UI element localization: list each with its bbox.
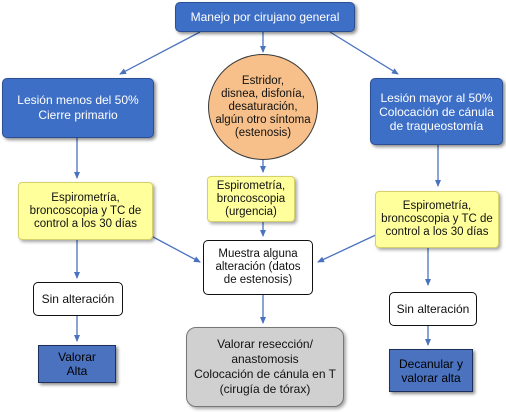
node-reseccion-line-2: anastomosis	[231, 352, 299, 366]
node-right-line-2: Colocación de cánula	[379, 104, 494, 119]
node-circle-line-4: algún otro síntoma	[215, 113, 311, 126]
node-ym-line-2: broncoscopia	[216, 192, 286, 205]
arrow-yr-to-muestra	[317, 232, 381, 263]
node-sinr-line-1: Sin alteración	[396, 301, 470, 316]
node-circle-line-3: desaturación,	[228, 100, 298, 113]
node-manejo-cirujano-general: Manejo por cirujano general	[175, 2, 355, 32]
node-yr-line-3: control a los 30 días	[385, 226, 489, 238]
node-circle-line-1: Estridor,	[241, 74, 285, 87]
node-yl-line-1: Espirometría,	[51, 191, 120, 204]
node-valorar-line-1: Valorar	[58, 350, 96, 364]
node-muestra-line-2: alteración (datos	[215, 261, 301, 273]
node-yl-line-3: control a los 30 días	[34, 217, 137, 230]
node-valorar-line-2: Alta	[66, 364, 88, 378]
node-circle-line-5: (estenosis)	[234, 126, 292, 139]
node-root-line-1: Manejo por cirujano general	[190, 9, 340, 24]
node-left-line-1: Lesión menos del 50%	[17, 93, 139, 107]
node-muestra-line-1: Muestra alguna	[218, 248, 298, 260]
node-lesion-menor-50: Lesión menos del 50% Cierre primario	[2, 78, 154, 138]
node-ym-line-1: Espirometría,	[216, 179, 286, 192]
node-reseccion-line-1: Valorar resección/	[217, 337, 313, 351]
node-espirometria-control-right: Espirometría, broncoscopia y TC de contr…	[375, 191, 499, 248]
node-decanular-line-2: valorar alta	[401, 370, 461, 385]
node-sin-alteracion-left: Sin alteración	[33, 282, 123, 316]
node-valorar-alta: Valorar Alta	[38, 345, 116, 383]
node-sinl-line-1: Sin alteración	[41, 291, 115, 306]
node-sintomas-estenosis: Estridor, disnea, disfonía, desaturación…	[208, 54, 318, 160]
node-valorar-reseccion: Valorar resección/ anastomosis Colocació…	[186, 327, 344, 407]
node-muestra-line-3: de estenosis)	[223, 274, 293, 286]
node-decanular-line-1: Decanular y	[398, 356, 464, 371]
node-ym-line-3: (urgencia)	[225, 205, 277, 218]
node-yr-line-2: broncoscopia y TC de	[381, 213, 493, 225]
node-right-line-1: Lesión mayor al 50%	[380, 90, 493, 105]
node-reseccion-line-4: (cirugía de tórax)	[219, 382, 311, 396]
node-decanular-valorar-alta: Decanular y valorar alta	[389, 349, 473, 392]
node-yl-line-2: broncoscopia y TC de	[29, 204, 142, 217]
node-espirometria-urgencia: Espirometría, broncoscopia (urgencia)	[207, 176, 295, 222]
arrow-root-to-left	[119, 31, 201, 75]
node-reseccion-line-3: Colocación de cánula en T	[194, 367, 336, 381]
node-right-line-3: de traqueostomía	[389, 118, 484, 133]
node-muestra-alteracion: Muestra alguna alteración (datos de este…	[203, 240, 313, 295]
node-circle-line-2: disnea, disfonía,	[221, 87, 305, 100]
node-yr-line-1: Espirometría,	[402, 200, 472, 212]
arrow-root-to-right	[329, 31, 399, 75]
node-left-line-2: Cierre primario	[38, 108, 118, 122]
node-espirometria-control-left: Espirometría, broncoscopia y TC de contr…	[18, 182, 153, 240]
node-sin-alteracion-right: Sin alteración	[389, 292, 477, 326]
node-lesion-mayor-50: Lesión mayor al 50% Colocación de cánula…	[370, 78, 503, 145]
